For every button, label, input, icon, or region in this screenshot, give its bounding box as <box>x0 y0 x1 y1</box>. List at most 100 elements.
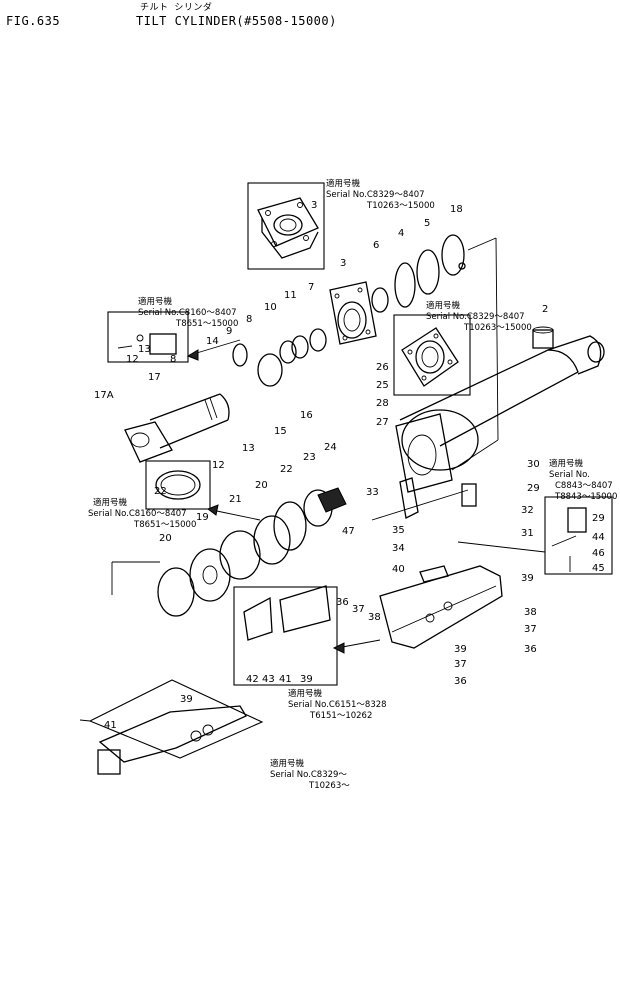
figure-number: FIG.635 <box>6 14 61 28</box>
clamp-29-detail <box>551 507 587 572</box>
part-label: 38 <box>368 612 381 623</box>
part-label: 44 <box>592 532 605 543</box>
part-label: 26 <box>376 362 389 373</box>
part-label: 38 <box>524 607 537 618</box>
part-label: 34 <box>392 543 405 554</box>
svg-text:T6151～10262: T6151～10262 <box>309 711 372 721</box>
part-label: 14 <box>206 336 219 347</box>
part-label: 45 <box>592 563 605 574</box>
serial-note-right: 適用号機 Serial No.C8329～8407 T10263～15000 <box>426 300 532 333</box>
part-label: 17 <box>148 372 161 383</box>
part-label: 11 <box>284 290 297 301</box>
svg-text:適用号機: 適用号機 <box>288 688 323 699</box>
title-japanese: チルト シリンダ <box>140 3 213 13</box>
part-label: 18 <box>450 204 463 215</box>
serial-note-bottom: 適用号機 Serial No.C8329～ T10263～ <box>270 758 350 791</box>
part-label: 47 <box>342 526 355 537</box>
piston-group <box>111 487 347 617</box>
part-label: 29 <box>592 513 605 524</box>
svg-text:Serial No.C8329～8407: Serial No.C8329～8407 <box>326 190 425 200</box>
part-label: 41 <box>104 720 117 731</box>
part-label: 43 <box>262 674 275 685</box>
svg-text:Serial No.C8160～8407: Serial No.C8160～8407 <box>138 308 237 318</box>
part-label: 39 <box>454 644 467 655</box>
part-label: 37 <box>524 624 537 635</box>
flange-top-detail <box>257 197 319 259</box>
svg-text:T10263～15000: T10263～15000 <box>366 201 435 211</box>
svg-text:適用号機: 適用号機 <box>138 296 173 307</box>
part-label: 5 <box>424 218 430 229</box>
flange-3 <box>329 281 377 345</box>
bracket-39 <box>379 565 503 649</box>
part-label: 20 <box>255 480 268 491</box>
serial-note-far-right: 適用号機 Serial No. C8843～8407 T8843～15000 <box>549 458 617 502</box>
cover-39-detail <box>97 705 247 775</box>
part-label: 13 <box>242 443 255 454</box>
part-label: 2 <box>542 304 548 315</box>
detail-plane-cover <box>88 679 264 759</box>
bracket-33 <box>371 477 477 521</box>
part-label: 21 <box>229 494 242 505</box>
part-label: 27 <box>376 417 389 428</box>
part-label: 39 <box>521 573 534 584</box>
part-label: 8 <box>246 314 252 325</box>
part-label: 19 <box>196 512 209 523</box>
detail-box-bracket <box>233 586 338 686</box>
svg-text:T8651～15000: T8651～15000 <box>133 520 196 530</box>
part-label: 29 <box>527 483 540 494</box>
part-label: 25 <box>376 380 389 391</box>
bracket-detail <box>243 585 331 641</box>
detail-box-cap-left <box>107 311 189 363</box>
svg-text:Serial No.C8329～8407: Serial No.C8329～8407 <box>426 312 525 322</box>
svg-text:Serial No.: Serial No. <box>549 470 590 480</box>
part-label: 30 <box>527 459 540 470</box>
part-label: 8 <box>170 354 176 365</box>
part-label: 36 <box>336 597 349 608</box>
svg-text:適用号機: 適用号機 <box>549 458 584 469</box>
part-label: 36 <box>454 676 467 687</box>
svg-text:適用号機: 適用号機 <box>93 497 128 508</box>
part-label: 7 <box>308 282 314 293</box>
detail-box-flange-right <box>393 314 471 396</box>
svg-text:C8843～8407: C8843～8407 <box>555 481 613 491</box>
piston-rod-17 <box>124 393 230 463</box>
cap-detail <box>117 333 177 355</box>
part-label: 31 <box>521 528 534 539</box>
svg-text:Serial No.C6151～8328: Serial No.C6151～8328 <box>288 700 387 710</box>
bushing-2 <box>532 326 554 349</box>
part-label: 46 <box>592 548 605 559</box>
part-label: 12 <box>126 354 139 365</box>
serial-note-upper-left: 適用号機 Serial No.C8160～8407 T8651～15000 <box>138 296 238 329</box>
part-label: 17A <box>94 390 114 401</box>
part-label: 20 <box>159 533 172 544</box>
part-label: 42 <box>246 674 259 685</box>
part-label: 41 <box>279 674 292 685</box>
part-label: 22 <box>154 486 167 497</box>
cylinder-tube <box>395 237 605 493</box>
part-label: 3 <box>340 258 346 269</box>
part-label: 39 <box>300 674 313 685</box>
seal-rings-upper <box>371 234 497 313</box>
part-label: 32 <box>521 505 534 516</box>
part-label: 4 <box>398 228 404 239</box>
arrow-ring-22 <box>211 509 261 521</box>
part-label: 13 <box>138 344 151 355</box>
part-label: 28 <box>376 398 389 409</box>
part-label: 3 <box>311 200 317 211</box>
serial-note-middle-left: 適用号機 Serial No.C8160～8407 T8651～15000 <box>88 497 196 530</box>
arrow-clamp <box>457 541 546 553</box>
svg-text:Serial No.C8329～: Serial No.C8329～ <box>270 770 347 780</box>
detail-box-flange-top <box>247 182 325 270</box>
svg-text:適用号機: 適用号機 <box>326 178 361 189</box>
part-label: 37 <box>352 604 365 615</box>
part-label: 39 <box>180 694 193 705</box>
detail-box-ring-22 <box>145 460 211 510</box>
svg-text:Serial No.C8160～8407: Serial No.C8160～8407 <box>88 509 187 519</box>
detail-box-clamp <box>544 496 613 575</box>
part-label: 16 <box>300 410 313 421</box>
ring-22-detail <box>155 470 201 500</box>
part-label: 35 <box>392 525 405 536</box>
part-label: 9 <box>226 326 232 337</box>
svg-text:T10263～: T10263～ <box>308 781 350 791</box>
